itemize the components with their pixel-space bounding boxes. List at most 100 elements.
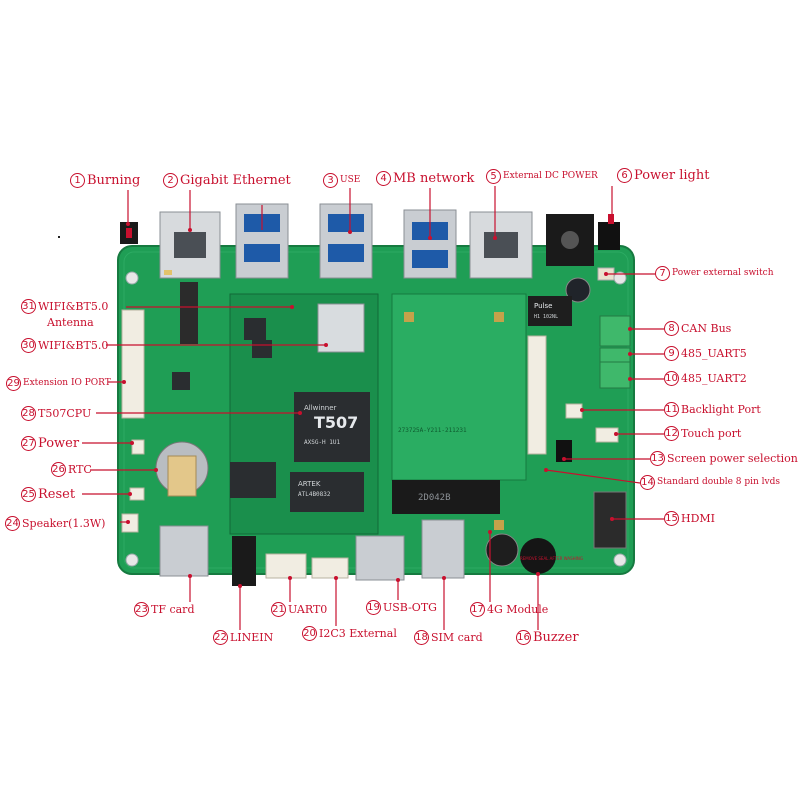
- leader-dot-buzzer: [536, 572, 540, 576]
- leader-dot-uart0: [288, 576, 292, 580]
- expansion-area: [391, 293, 527, 481]
- electrolytic-capacitor: [485, 533, 519, 567]
- buzzer-print: REMOVE SEAL AFTER WASHING: [520, 556, 583, 561]
- callout-number: 27: [21, 436, 36, 451]
- ram-sub-print: ATL4B0832: [298, 491, 331, 498]
- callout-text: Power light: [634, 168, 710, 183]
- audio-jack: [232, 536, 256, 586]
- leader-dot-speaker: [126, 520, 130, 524]
- module-print: 2D042B: [418, 493, 451, 503]
- callout-number: 31: [21, 299, 36, 314]
- leader-dot-sim-card: [442, 576, 446, 580]
- callout-number: 8: [664, 321, 679, 336]
- leader-dot-i2c3-external: [334, 576, 338, 580]
- reset-button: [129, 487, 145, 501]
- buzzer-body: [520, 538, 556, 574]
- callout-number: 18: [414, 630, 429, 645]
- callout-number: 17: [470, 602, 485, 617]
- callout-text: MB network: [393, 171, 475, 186]
- callout-text: Buzzer: [533, 630, 579, 645]
- i2c3-header: [311, 557, 349, 579]
- callout-text: WIFI&BT5.0: [38, 300, 109, 313]
- callout-text: Screen power selection: [667, 452, 798, 465]
- mini-pcie-slot: [392, 480, 500, 514]
- small-chip: [244, 318, 266, 340]
- callout-text: I2C3 External: [319, 627, 397, 640]
- callout-number: 4: [376, 171, 391, 186]
- callout-text: TF card: [151, 603, 195, 616]
- callout-text: CAN Bus: [681, 322, 732, 335]
- callout-text: Extension IO PORT: [23, 378, 111, 388]
- callout-text: UART0: [288, 603, 328, 616]
- usb-slot: [328, 214, 364, 232]
- callout-number: 30: [21, 338, 36, 353]
- leader-dot-touch-port: [614, 432, 618, 436]
- dc-jack-hole: [561, 231, 579, 249]
- usb-slot: [412, 250, 448, 268]
- speaker-header: [121, 513, 139, 533]
- callout-number: 15: [664, 511, 679, 526]
- leader-dot-linein: [238, 584, 242, 588]
- callout-number: 24: [5, 516, 20, 531]
- rj45-port: [484, 232, 518, 258]
- callout-text: Touch port: [681, 427, 742, 440]
- cpu-chip: [294, 392, 370, 462]
- callout-text: USE: [340, 175, 361, 185]
- usb-slot: [328, 244, 364, 262]
- callout-text: Backlight Port: [681, 403, 761, 416]
- touch-header: [595, 427, 619, 443]
- leader-dot-reset: [128, 492, 132, 496]
- callout-text: T507CPU: [38, 407, 92, 420]
- callout-number: 21: [271, 602, 286, 617]
- callout-number: 12: [664, 426, 679, 441]
- expansion-print: 273725A-Y211-211231: [398, 427, 467, 434]
- small-chip: [252, 340, 272, 358]
- mount-hole: [125, 271, 139, 285]
- callout-number: 3: [323, 173, 338, 188]
- callout-text: Power: [38, 436, 80, 451]
- lvds-header: [527, 335, 547, 455]
- mount-hole: [125, 553, 139, 567]
- stray-dot: [58, 236, 60, 238]
- callout-number: 1: [70, 173, 85, 188]
- power-header: [131, 439, 145, 455]
- leader-dot-can-bus: [628, 327, 632, 331]
- pulse-print: Pulse: [534, 302, 552, 310]
- rtc-holder: [167, 455, 197, 497]
- pad: [404, 312, 414, 322]
- callout-number: 11: [664, 402, 679, 417]
- callout-number: 20: [302, 626, 317, 641]
- callout-text: 485_UART2: [681, 372, 747, 385]
- rj45-port: [174, 232, 206, 258]
- pad: [494, 312, 504, 322]
- small-chip: [172, 372, 190, 390]
- usb-slot: [244, 244, 280, 262]
- callout-number: 23: [134, 602, 149, 617]
- callout-number: 28: [21, 406, 36, 421]
- leader-dot-gigabit-ethernet: [188, 228, 192, 232]
- leader-dot-screen-power-selection: [562, 457, 566, 461]
- callout-number: 29: [6, 376, 21, 391]
